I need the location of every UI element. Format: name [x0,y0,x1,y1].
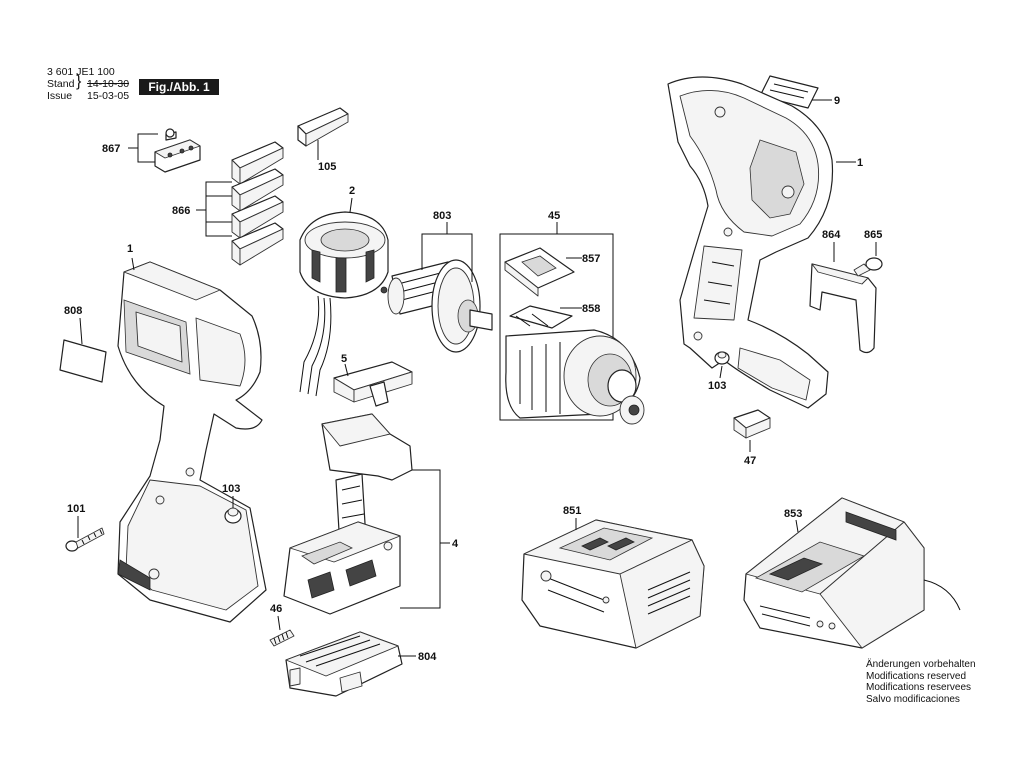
part-857-switch-cover [504,247,575,297]
callout-lines-867 [128,133,158,163]
part-47-block [733,409,771,439]
callout-line-808 [79,317,83,345]
note-es: Salvo modificaciones [866,693,960,705]
part-4-switch-module [283,413,413,615]
part-gearbox [505,329,645,425]
part-103-left-bumper [224,507,242,524]
callout-4: 4 [452,538,459,550]
callout-line-853 [795,519,799,533]
callout-804: 804 [418,651,437,663]
callout-47: 47 [744,455,756,467]
part-103-right-bumper [714,351,730,365]
callout-853: 853 [784,508,802,520]
callout-46: 46 [270,603,282,615]
callout-103-left: 103 [222,483,240,495]
callout-line-5 [344,363,349,377]
callout-box-45 [499,222,614,421]
part-865-screw [853,257,883,277]
part-9-label [759,75,819,109]
callout-1-right: 1 [857,157,863,169]
callout-lines-866 [196,181,232,237]
callout-864: 864 [822,229,841,241]
callout-803: 803 [433,210,451,222]
callout-line-103-right [719,365,723,379]
callout-101: 101 [67,503,85,515]
issue-date: 15-03-05 [87,90,130,102]
callout-857: 857 [582,253,600,265]
part-101-screw [65,527,105,552]
callout-5: 5 [341,353,347,365]
modification-notes: Änderungen vorbehalten Modifications res… [866,659,976,705]
callout-105: 105 [318,161,336,173]
callout-808: 808 [64,305,82,317]
callout-851: 851 [563,505,581,517]
part-866-covers [231,141,284,266]
header-brace: } [76,73,82,90]
callout-lines-803 [421,222,473,282]
callout-858: 858 [582,303,600,315]
figure-label: Fig./Abb. 1 [139,79,219,95]
callout-1-left: 1 [127,243,133,255]
callout-2: 2 [349,185,355,197]
note-en: Modifications reserved [866,670,967,682]
part-867-clip [154,128,201,173]
callout-866: 866 [172,205,190,217]
part-858-shift-spring [509,305,573,329]
callout-865: 865 [864,229,882,241]
callout-103-right: 103 [708,380,726,392]
note-fr: Modifications reservees [866,682,972,693]
part-804-contact-plate [285,631,403,697]
note-de: Änderungen vorbehalten [866,659,976,670]
part-105-cover [297,107,349,147]
part-5-reverse-switch [333,361,413,407]
part-1-housing-left [117,261,267,623]
callout-45: 45 [548,210,560,222]
part-2-stator [299,211,389,397]
callout-line-46 [277,615,281,631]
part-853-charger [743,497,961,649]
part-number: 3 601 JE1 100 [47,66,115,78]
part-808-label [59,339,107,383]
stand-label: Stand [47,78,75,90]
callout-9: 9 [834,95,840,107]
callout-lines-4 [400,469,450,609]
part-1-housing-right [667,76,834,409]
part-864-belt-clip [809,263,877,354]
callout-line-2 [349,197,353,213]
callout-line-1-left [131,257,135,271]
issue-label: Issue [47,90,73,102]
callout-867: 867 [102,143,120,155]
part-803-rotor [380,259,493,353]
part-851-battery [521,519,705,649]
part-46-spring [269,629,295,647]
stand-date: 14-10-30 [87,78,130,90]
